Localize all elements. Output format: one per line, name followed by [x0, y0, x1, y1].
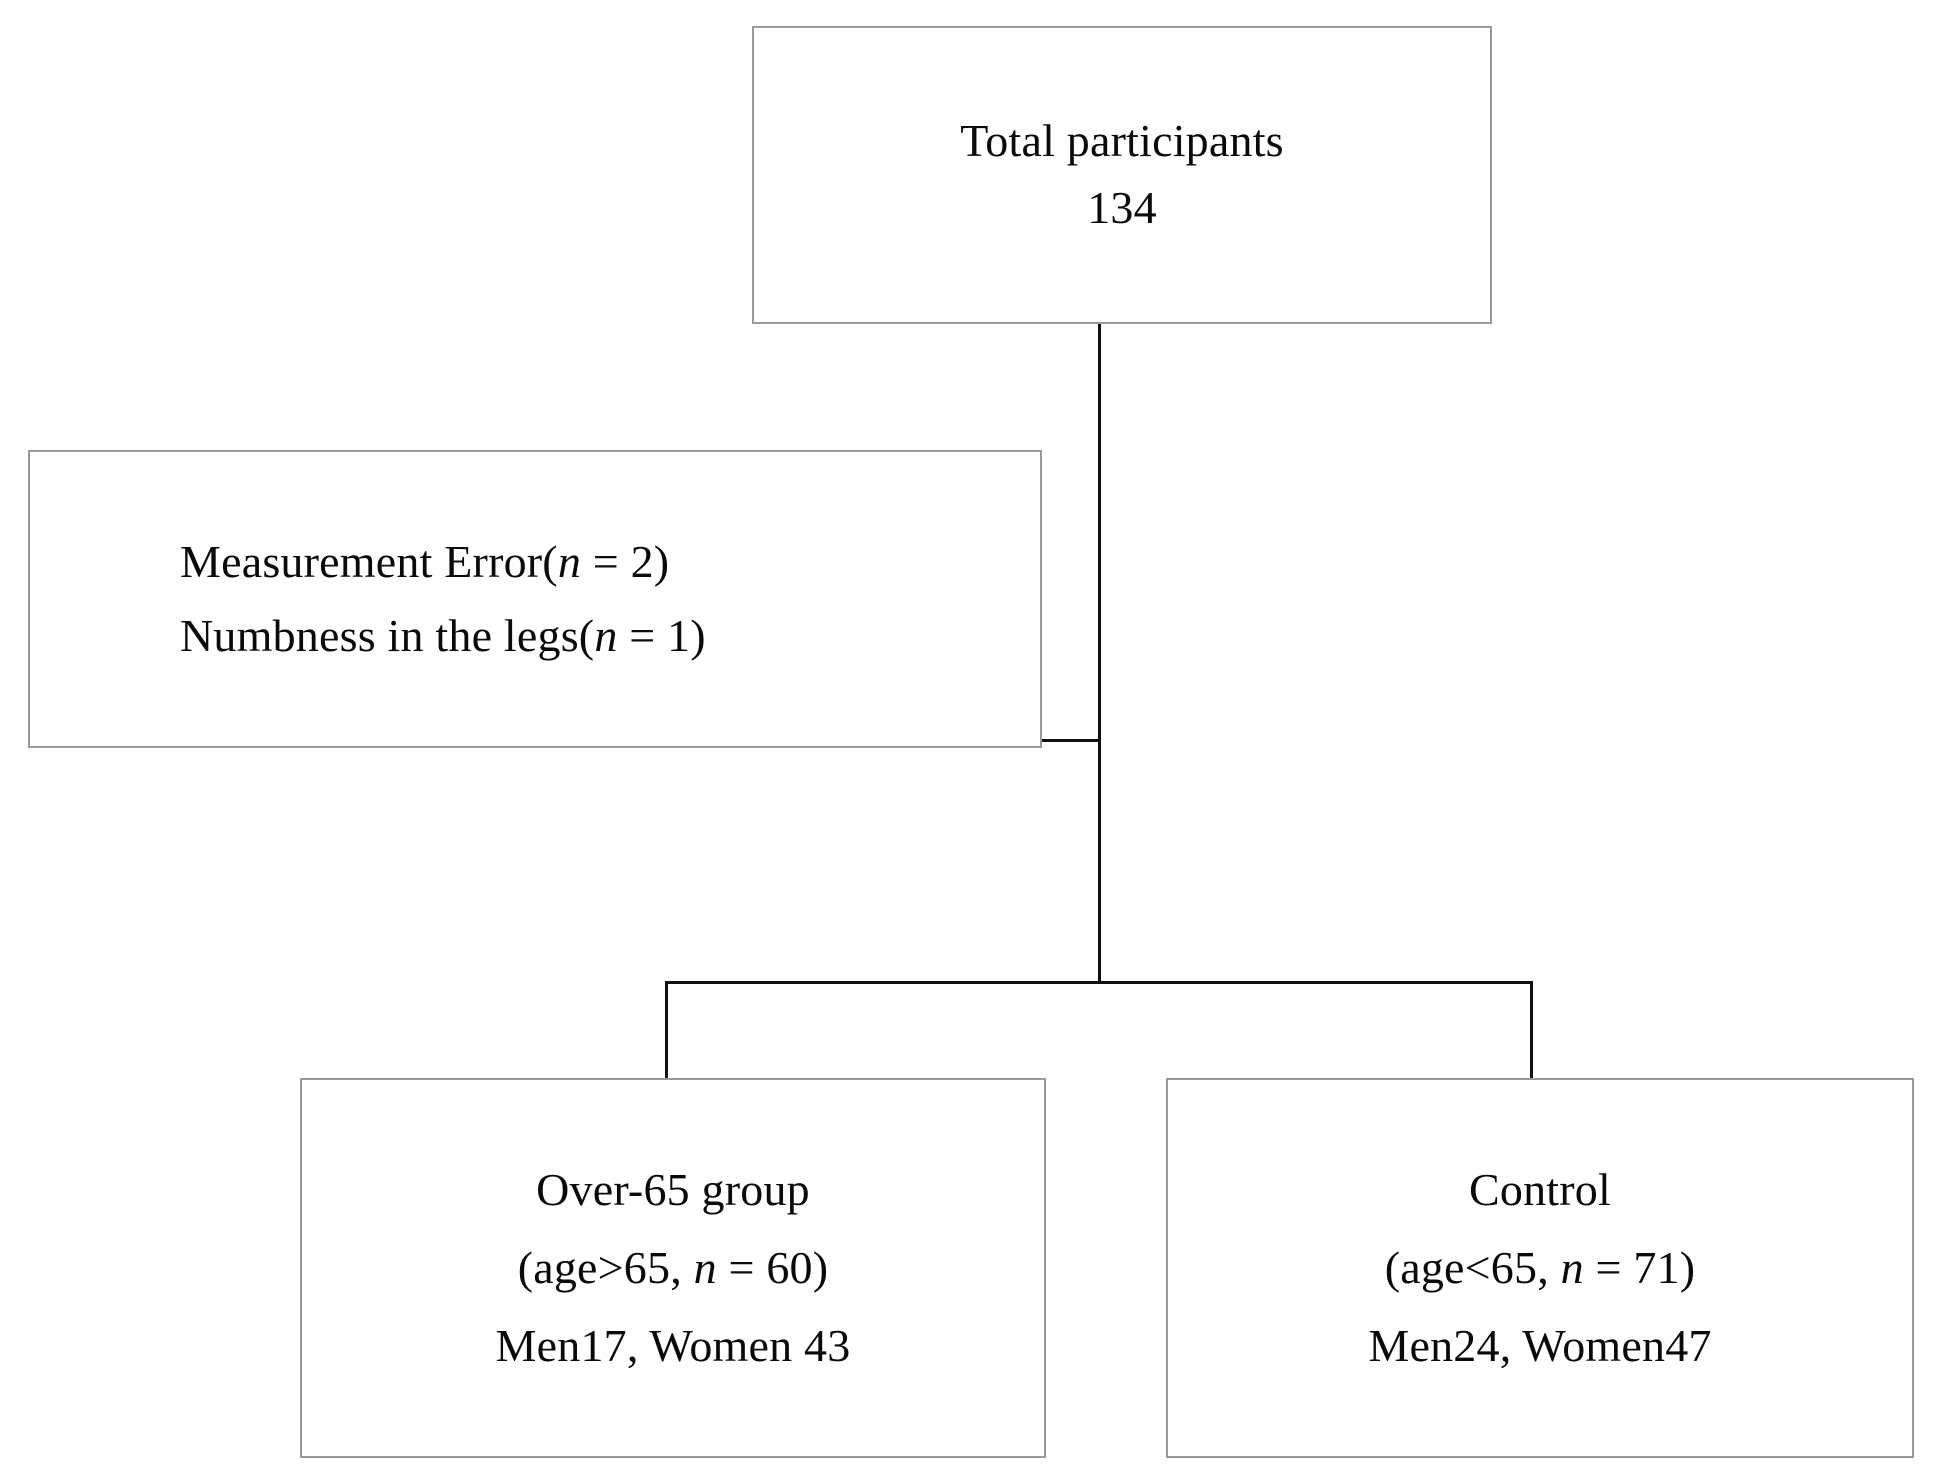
- node-exclusions-line2-var: n: [594, 610, 618, 661]
- node-control-group-line1: Control: [1469, 1163, 1611, 1215]
- node-exclusions-line1-var: n: [557, 536, 582, 588]
- node-control-group-line2-prefix: (age<65,: [1384, 1241, 1561, 1293]
- node-over65-group-line3: Men17, Women 43: [495, 1320, 851, 1372]
- node-control-group-line3: Men24, Women47: [1368, 1320, 1712, 1372]
- node-total-participants-line1: Total participants: [960, 115, 1284, 167]
- connector-split-bar: [665, 981, 1533, 984]
- node-exclusions-line2-prefix: Numbness in the legs(: [180, 610, 595, 661]
- node-control-group-line2: (age<65, n = 71): [1368, 1229, 1711, 1307]
- node-total-participants: Total participants 134: [752, 26, 1492, 324]
- node-exclusions-lines: Measurement Error(n = 2) Numbness in the…: [30, 525, 706, 672]
- node-over65-group-line2-prefix: (age>65,: [517, 1241, 694, 1293]
- node-exclusions: Measurement Error(n = 2) Numbness in the…: [28, 450, 1042, 748]
- node-control-group-line2-var: n: [1560, 1241, 1584, 1293]
- node-over65-group-line2: (age>65, n = 60): [496, 1229, 851, 1307]
- node-over65-group-line2-suffix: = 60): [716, 1241, 829, 1293]
- node-total-participants-line2: 134: [1087, 182, 1157, 233]
- node-over65-group-line1: Over-65 group: [536, 1163, 810, 1215]
- node-over65-group-line2-var: n: [693, 1241, 717, 1293]
- node-control-group-line2-suffix: = 71): [1583, 1241, 1696, 1293]
- node-control-group: Control (age<65, n = 71) Men24, Women47: [1166, 1078, 1914, 1458]
- connector-drop-left: [665, 981, 668, 1081]
- connector-trunk-vertical: [1098, 324, 1101, 984]
- node-total-participants-lines: Total participants 134: [960, 108, 1284, 241]
- connector-exclusion-horizontal: [1040, 739, 1100, 742]
- connector-drop-right: [1530, 981, 1533, 1081]
- node-control-group-lines: Control (age<65, n = 71) Men24, Women47: [1368, 1151, 1711, 1386]
- node-exclusions-line2-suffix: = 1): [617, 610, 706, 661]
- node-over65-group: Over-65 group (age>65, n = 60) Men17, Wo…: [300, 1078, 1046, 1458]
- node-exclusions-line1: Measurement Error(n = 2): [180, 525, 706, 599]
- node-exclusions-line1-suffix: = 2): [581, 536, 670, 588]
- node-exclusions-line1-prefix: Measurement Error(: [180, 536, 558, 588]
- node-exclusions-line2: Numbness in the legs(n = 1): [180, 599, 706, 673]
- node-over65-group-lines: Over-65 group (age>65, n = 60) Men17, Wo…: [496, 1151, 851, 1386]
